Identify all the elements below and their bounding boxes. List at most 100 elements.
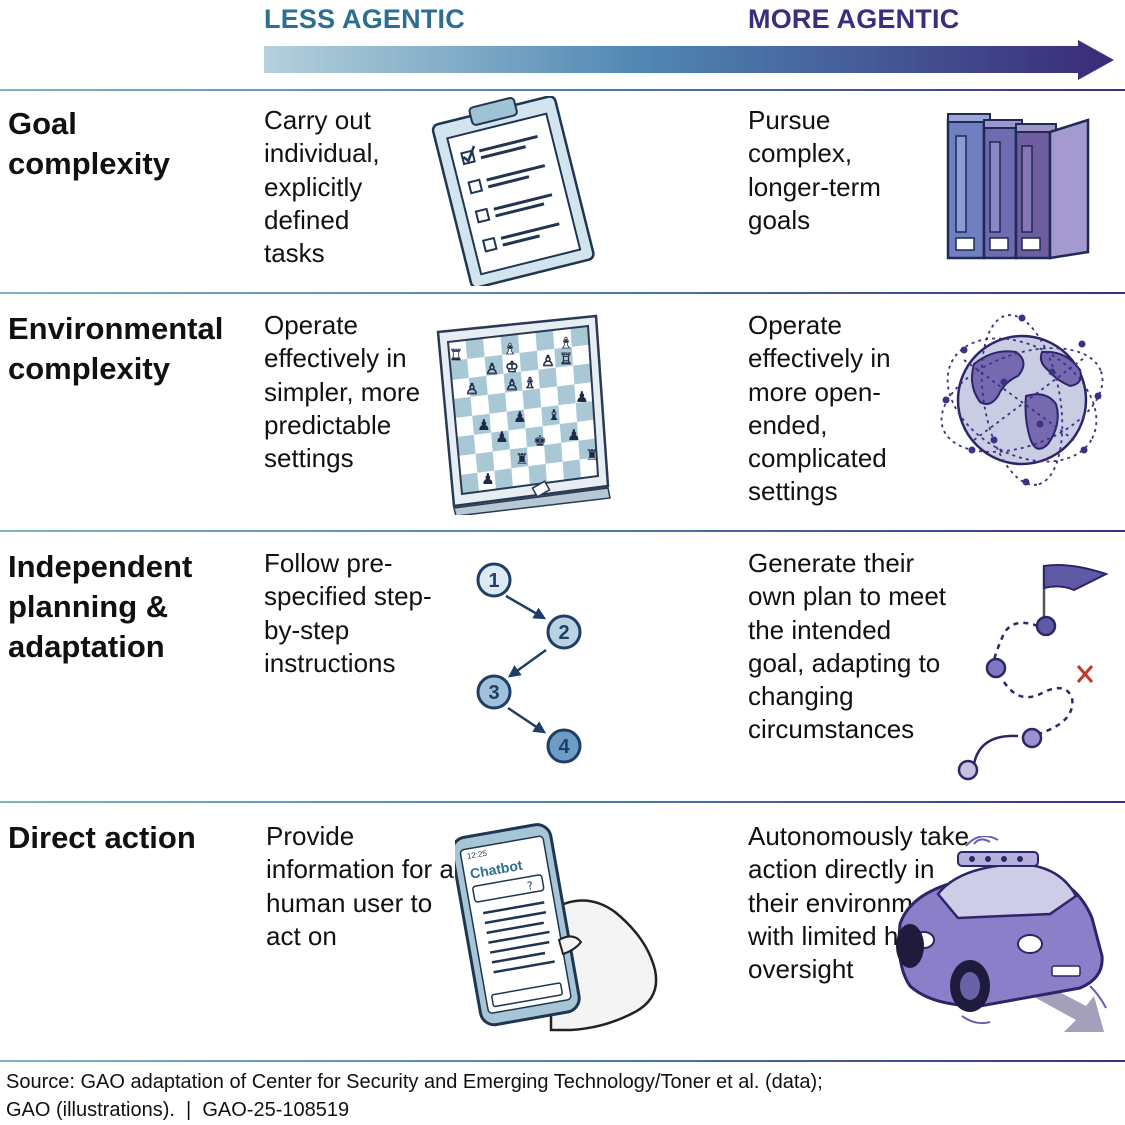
chess-square xyxy=(536,348,556,370)
chess-square xyxy=(484,354,504,376)
chess-square xyxy=(502,352,521,374)
chess-square xyxy=(555,365,575,387)
adaptive-path-flag-icon xyxy=(957,564,1109,781)
chess-square xyxy=(503,371,523,393)
chess-square xyxy=(465,338,485,359)
chess-square xyxy=(505,390,524,412)
svg-text:♙: ♙ xyxy=(505,376,518,394)
category-direct-action: Direct action xyxy=(8,820,196,855)
category-planning-adaptation: Independent planning & adaptation xyxy=(8,549,193,664)
chess-square xyxy=(492,449,512,471)
phone-clock: 12:25 xyxy=(466,849,488,861)
step-4: 4 xyxy=(546,728,582,764)
chess-square xyxy=(509,447,529,469)
chess-square xyxy=(538,367,558,389)
more-agentic-label: MORE AGENTIC xyxy=(748,4,960,34)
chess-square xyxy=(491,430,510,452)
svg-text:♟: ♟ xyxy=(477,416,490,434)
autonomous-car-icon xyxy=(896,836,1107,1032)
svg-text:♟: ♟ xyxy=(481,470,494,488)
less-action-text: Provide information for a human user to … xyxy=(266,821,454,951)
row-divider xyxy=(0,801,1125,803)
more-planning-text: Generate their own plan to meet the inte… xyxy=(748,548,947,745)
svg-text:♟: ♟ xyxy=(513,408,526,426)
svg-text:♟: ♟ xyxy=(567,426,580,444)
chess-square xyxy=(527,445,546,467)
chess-square xyxy=(483,336,503,357)
chess-square xyxy=(524,407,543,429)
step-1: 1 xyxy=(476,562,512,598)
chess-square xyxy=(511,466,530,488)
svg-text:♝: ♝ xyxy=(547,406,560,424)
chess-square xyxy=(544,442,563,464)
source-note: Source: GAO adaptation of Center for Sec… xyxy=(6,1068,1116,1124)
chess-square xyxy=(455,415,474,437)
chessboard-icon: ♜ ♝ ♝ ♙ ♔ ♙ ♖ ♙ ♙ ♗ ♟ ♟ ♟ ♝ ♟ ♚ ♟ ♜ ♜ ♟ xyxy=(436,314,611,515)
source-line-2: GAO (illustrations). | GAO-25-108519 xyxy=(6,1099,350,1121)
svg-text:♟: ♟ xyxy=(495,428,508,446)
chess-square xyxy=(518,332,537,353)
svg-text:♟: ♟ xyxy=(575,388,588,406)
svg-text:♔: ♔ xyxy=(505,358,518,376)
chess-square xyxy=(521,369,540,391)
chess-square xyxy=(456,434,476,456)
chess-square xyxy=(472,413,492,435)
category-environmental-complexity: Environmental complexity xyxy=(8,311,224,386)
more-goal-text: Pursue complex, longer-term goals xyxy=(748,105,881,235)
chessboard-squares xyxy=(448,326,598,494)
chess-square xyxy=(489,411,509,433)
svg-text:♙: ♙ xyxy=(485,360,498,378)
svg-text:♙: ♙ xyxy=(465,380,478,398)
chess-square xyxy=(500,334,520,355)
chess-square xyxy=(570,326,590,347)
chess-square xyxy=(494,468,513,490)
chess-square xyxy=(477,470,496,492)
numbered-steps-diagram: 1 2 3 4 xyxy=(476,562,582,764)
chess-square xyxy=(573,363,592,385)
chess-square xyxy=(519,350,539,372)
chess-square xyxy=(557,384,576,406)
category-goal-complexity: Goal complexity xyxy=(8,106,170,181)
chess-square xyxy=(554,346,574,368)
row-divider xyxy=(0,292,1125,294)
chess-square xyxy=(448,340,468,361)
chess-square xyxy=(545,461,564,483)
chess-square xyxy=(577,419,596,441)
svg-text:4: 4 xyxy=(558,736,570,758)
chess-square xyxy=(574,382,593,404)
row-divider xyxy=(0,1060,1125,1062)
less-goal-text: Carry out individual, explicitly defined… xyxy=(264,105,380,269)
svg-text:♜: ♜ xyxy=(515,450,528,468)
svg-text:♝: ♝ xyxy=(503,340,516,358)
chess-square xyxy=(562,459,581,481)
chess-square xyxy=(541,405,560,427)
svg-text:♜: ♜ xyxy=(585,446,598,464)
chess-square xyxy=(579,457,598,479)
chess-square xyxy=(561,440,580,462)
chess-square xyxy=(468,375,488,397)
chess-square xyxy=(458,453,478,475)
svg-text:♗: ♗ xyxy=(523,374,536,392)
chess-square xyxy=(487,392,507,414)
chess-square xyxy=(553,328,572,349)
source-line-1: Source: GAO adaptation of Center for Sec… xyxy=(6,1071,823,1093)
row-divider xyxy=(0,530,1125,532)
chess-square xyxy=(451,377,471,399)
chess-square xyxy=(558,403,578,425)
chess-square xyxy=(528,463,547,485)
question-icon: ? xyxy=(526,879,534,893)
chess-square xyxy=(535,330,555,351)
more-action-text: Autonomously take action directly in the… xyxy=(748,821,970,985)
step-3: 3 xyxy=(476,674,512,710)
chess-square xyxy=(453,396,473,418)
step-2: 2 xyxy=(546,614,582,650)
chess-square xyxy=(508,428,527,450)
less-planning-text: Follow pre-specified step-by-step instru… xyxy=(264,548,432,678)
chatbot-phone-icon: 12:25 Chatbot ? xyxy=(455,823,658,1032)
svg-text:1: 1 xyxy=(488,570,499,592)
agentic-spectrum-arrow xyxy=(264,40,1114,80)
more-environment-text: Operate effectively in more open-ended, … xyxy=(748,310,891,507)
chess-square xyxy=(571,344,591,366)
chess-square xyxy=(486,373,506,395)
globe-network-icon xyxy=(940,314,1104,486)
